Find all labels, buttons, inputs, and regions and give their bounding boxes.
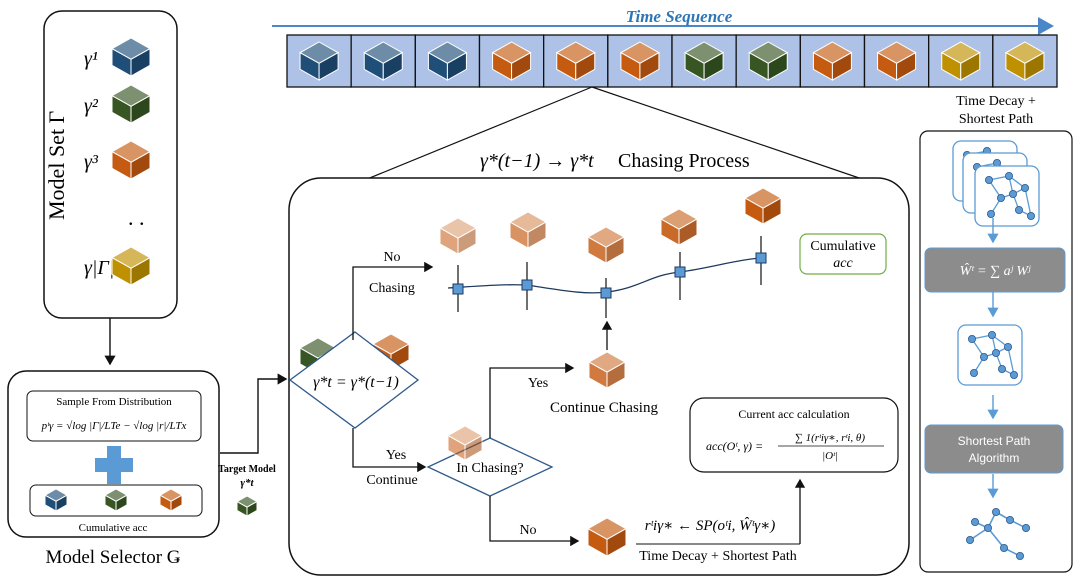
timeline-node (674, 266, 686, 278)
arrow-selector-to-chasing (220, 373, 288, 454)
continue-label: Continue (366, 473, 417, 488)
gamma-label: γ¹ (84, 48, 98, 70)
target-model-cube-icon (235, 495, 259, 517)
shortest-path-graph-icon (966, 507, 1031, 561)
time-sequence-title: Time Sequence (626, 7, 733, 26)
timeline-cube-icon (586, 226, 626, 264)
time-step-cube-icon (619, 41, 660, 81)
right-title-line1: Time Decay + (956, 94, 1036, 109)
time-sequence-strip (286, 34, 1058, 88)
model-cube-icon (110, 84, 152, 124)
continue-chasing-label: Continue Chasing (550, 400, 658, 416)
w-formula-box (924, 247, 1066, 293)
gamma-label: γ² (84, 95, 99, 117)
model-cube-icon (110, 140, 152, 180)
yes-label-bottom: Yes (386, 448, 406, 463)
selector-orange-cube-icon (158, 488, 184, 512)
sp-formula: rᵗiγ∗ ← SP(oᵗi, Ŵᵗγ∗) (645, 517, 776, 534)
time-step-cube-icon (363, 41, 404, 81)
timeline-node (755, 252, 767, 264)
shortest-path-line1: Shortest Path (958, 434, 1031, 448)
time-step-cube-icon (812, 41, 853, 81)
model-set-ellipsis: . . (128, 205, 145, 230)
acc-formula-lhs: acc(Oᵗ, γ) = (706, 439, 763, 453)
arrow-yes-continue (489, 362, 575, 438)
time-step-cube-icon (684, 41, 725, 81)
continue-chasing-cube-icon (587, 351, 627, 389)
no-label-bottom: No (519, 523, 536, 538)
gamma-label: γ|Γ| (84, 257, 114, 279)
timeline-cube-icon (659, 208, 699, 246)
graph-stack-icon (952, 140, 1040, 227)
chasing-title-text: Chasing Process (618, 150, 750, 172)
model-set-title: Model Set Γ (44, 110, 69, 220)
condition-diamond (288, 331, 420, 429)
arrow-yes-branch (352, 428, 427, 473)
cumulative-acc-line2: acc (833, 256, 853, 271)
projection-line-right (591, 86, 869, 182)
in-chasing-cube-icon (446, 425, 484, 461)
time-step-cube-icon (427, 41, 468, 81)
condition-text: γ*t = γ*(t−1) (313, 374, 399, 391)
time-step-cube-icon (491, 41, 532, 81)
probability-formula: pᵗγ = √log |Γ|/LTe − √log |r|/LTx (41, 420, 187, 432)
time-step-cube-icon (940, 41, 981, 81)
chasing-title-math: γ*(t−1) → γ*t (480, 150, 594, 172)
timeline-cube-icon (743, 187, 783, 225)
time-step-cube-icon (876, 41, 917, 81)
arrow-no-branch (352, 261, 434, 340)
time-step-cube-icon (299, 41, 340, 81)
model-set-panel: Model Set Γ γ¹ γ² γ³ γ|Γ| . . (43, 10, 178, 319)
plus-icon (95, 446, 133, 484)
target-model-symbol: γ*t (240, 477, 254, 489)
yes-label-top: Yes (528, 376, 548, 391)
acc-title: Current acc calculation (738, 407, 849, 421)
acc-formula-numerator: ∑ 1(rᵗiγ∗, rᵗi, θ) (795, 432, 865, 444)
time-step-cube-icon (1004, 41, 1045, 81)
timeline-cube-icon (508, 211, 548, 249)
gamma-label: γ³ (84, 151, 99, 173)
w-formula: Ŵᵗ = ∑ aʲ Wʲ (960, 262, 1031, 279)
sample-title: Sample From Distribution (56, 396, 172, 408)
model-selector-panel: Sample From Distribution pᵗγ = √log |Γ|/… (7, 370, 220, 538)
model-cube-icon (110, 246, 152, 286)
acc-formula-denominator: |Oᵗ| (822, 450, 838, 462)
no-label: No (383, 250, 400, 265)
acc-calculation-box (689, 397, 899, 473)
model-cube-icon (110, 37, 152, 77)
model-selector-caption: Model Selector Ǥ (45, 547, 180, 568)
cumulative-acc-line1: Cumulative (810, 239, 875, 254)
shortest-path-line2: Algorithm (969, 451, 1020, 465)
timeline-node (452, 283, 464, 295)
cumulative-acc-box (799, 233, 887, 275)
time-step-cube-icon (555, 41, 596, 81)
selector-blue-cube-icon (43, 488, 69, 512)
chasing-label: Chasing (369, 281, 415, 296)
in-chasing-text: In Chasing? (456, 461, 523, 476)
target-model-label: Target Model (218, 464, 276, 475)
arrow-no-decay (489, 496, 580, 547)
selector-green-cube-icon (103, 488, 129, 512)
shortest-path-box (924, 424, 1064, 474)
time-decay-sp-label: Time Decay + Shortest Path (639, 549, 796, 564)
graph-icon (957, 324, 1023, 386)
cumulative-acc-label: Cumulative acc (79, 522, 148, 534)
timeline-node (521, 279, 533, 291)
time-step-cube-icon (748, 41, 789, 81)
timeline-cube-icon (438, 217, 478, 255)
decay-cube-icon (586, 517, 628, 557)
timeline-node (600, 287, 612, 299)
right-title-line2: Shortest Path (959, 112, 1033, 127)
